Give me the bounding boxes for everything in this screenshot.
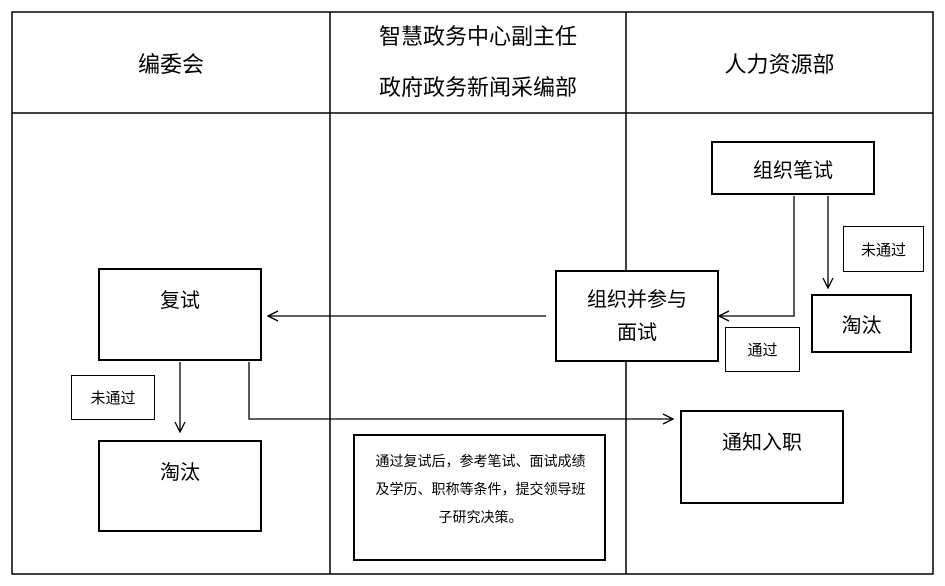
label-fail-right-text: 未通过 [860,240,906,259]
label-fail-left-text: 未通过 [90,389,136,407]
decision-note-text: 通过复试后，参考笔试、面试成绩及学历、职称等条件，提交领导班子研究决策。 [375,454,586,526]
header-hr-department: 人力资源部 [724,52,835,78]
node-organize-interview: 组织并参与 面试 [555,270,719,362]
node-retest: 复试 [98,268,262,361]
header-news-line1: 智慧政务中心副主任 [378,25,577,50]
node-eliminate-right-label: 淘汰 [841,313,882,337]
label-fail-right: 未通过 [843,226,924,272]
label-pass-text: 通过 [747,341,778,359]
decision-note: 通过复试后，参考笔试、面试成绩及学历、职称等条件，提交领导班子研究决策。 [353,434,606,561]
arrow-written-to-interview [719,196,795,316]
arrow-retest-to-onboard [248,362,673,419]
node-notify-onboard-label: 通知入职 [722,430,802,454]
node-organize-written-test-label: 组织笔试 [753,157,833,182]
node-organize-interview-line1: 组织并参与 [587,287,687,311]
node-organize-interview-line2: 面试 [617,320,657,344]
node-retest-label: 复试 [160,288,200,312]
label-fail-left: 未通过 [71,375,155,420]
header-news-department: 智慧政务中心副主任 政府政务新闻采编部 [330,12,626,113]
node-eliminate-left: 淘汰 [98,440,262,532]
table-border [11,11,934,575]
node-eliminate-left-label: 淘汰 [160,460,200,484]
label-pass: 通过 [725,327,800,372]
node-organize-written-test: 组织笔试 [711,141,875,195]
header-news-line2: 政府政务新闻采编部 [378,76,577,101]
node-notify-onboard: 通知入职 [680,410,844,504]
node-eliminate-right: 淘汰 [811,294,912,353]
header-editorial-board: 编委会 [137,52,204,78]
